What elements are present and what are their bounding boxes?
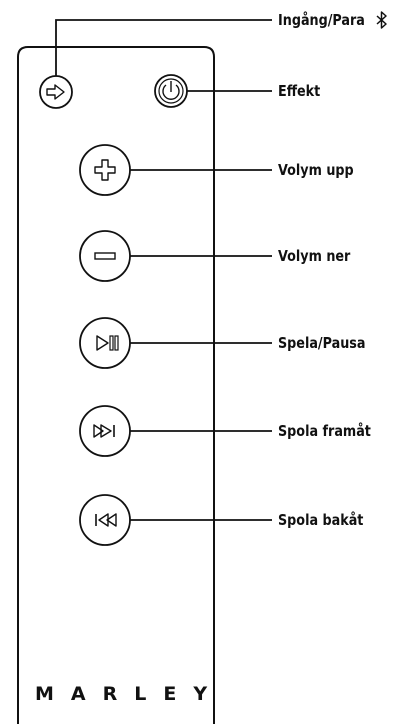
volume-down-button[interactable] <box>79 230 131 282</box>
volume-up-button[interactable] <box>79 144 131 196</box>
input-pair-leader <box>55 19 272 76</box>
skip-back-button[interactable] <box>79 494 131 546</box>
remote-body <box>17 46 215 724</box>
bluetooth-icon <box>376 11 387 29</box>
volume-down-label: Volym ner <box>278 247 351 265</box>
plus-icon <box>94 159 116 181</box>
skip-forward-icon <box>93 424 115 438</box>
skip-back-icon <box>95 513 117 527</box>
power-button[interactable] <box>154 74 188 108</box>
arrow-right-outline-icon <box>46 84 65 100</box>
skip-forward-label: Spola framåt <box>278 422 371 440</box>
skip-back-label: Spola bakåt <box>278 511 364 529</box>
play-pause-button[interactable] <box>79 317 131 369</box>
input-pair-label: Ingång/Para <box>278 11 365 29</box>
volume-up-label: Volym upp <box>278 161 354 179</box>
power-label: Effekt <box>278 82 321 100</box>
input-pair-button[interactable] <box>39 75 73 109</box>
brand-logo-text: MARLEY <box>35 683 225 705</box>
minus-icon <box>94 252 116 260</box>
skip-forward-button[interactable] <box>79 405 131 457</box>
power-icon <box>162 81 180 100</box>
play-pause-label: Spela/Pausa <box>278 334 366 352</box>
play-pause-icon <box>96 335 119 351</box>
